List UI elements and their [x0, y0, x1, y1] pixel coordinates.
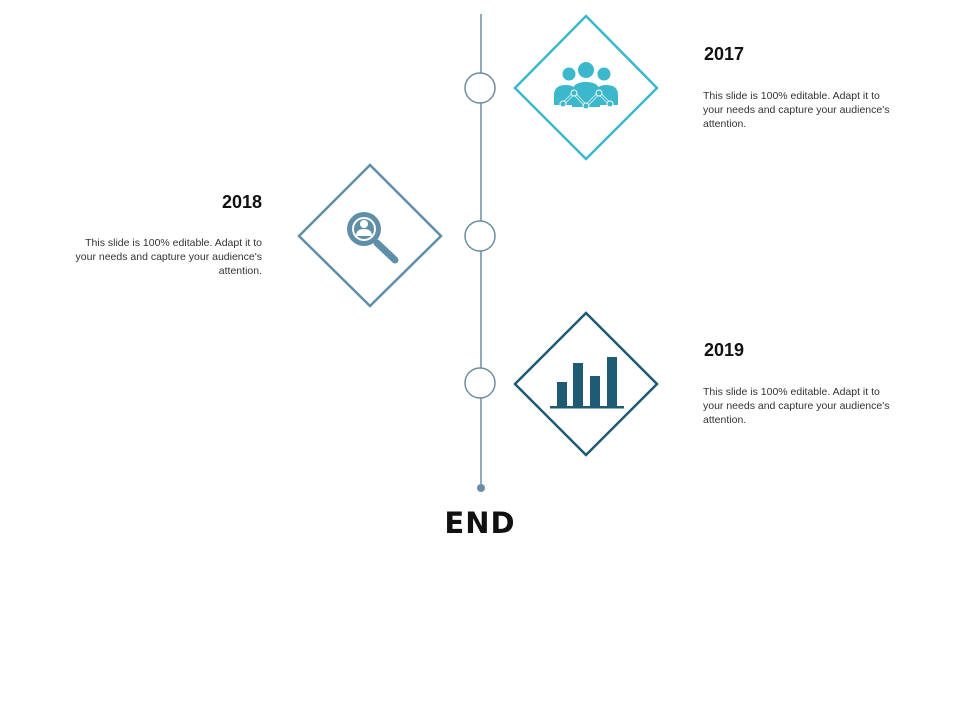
team-icon	[554, 62, 618, 110]
description-2017: This slide is 100% editable. Adapt it to…	[703, 90, 890, 130]
milestone-circle-2019	[464, 367, 496, 399]
milestone-circle-2018	[464, 220, 496, 252]
end-label: END	[444, 506, 516, 540]
description-2019: This slide is 100% editable. Adapt it to…	[703, 386, 890, 426]
description-2018: This slide is 100% editable. Adapt it to…	[75, 237, 262, 277]
year-2018: 2018	[221, 192, 262, 212]
year-2019: 2019	[704, 340, 745, 360]
bar-chart-icon	[550, 357, 624, 409]
diamond-2019	[513, 311, 659, 457]
year-2017: 2017	[704, 44, 745, 64]
timeline-end-dot	[477, 484, 485, 492]
milestone-circle-2017	[464, 72, 496, 104]
search-user-icon	[347, 212, 399, 264]
